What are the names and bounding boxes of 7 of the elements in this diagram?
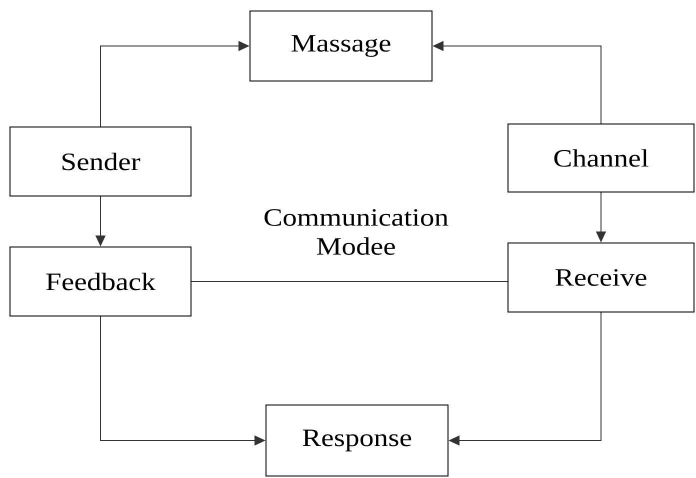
process-box: Response	[266, 404, 448, 476]
process-box: Receive	[508, 242, 694, 312]
process-box: Sender	[10, 126, 192, 196]
process-box: Channel	[508, 124, 694, 192]
process-box: Massage	[250, 10, 432, 82]
process-box: Feedback	[10, 246, 192, 316]
center-label: Communication Modee	[264, 209, 448, 255]
